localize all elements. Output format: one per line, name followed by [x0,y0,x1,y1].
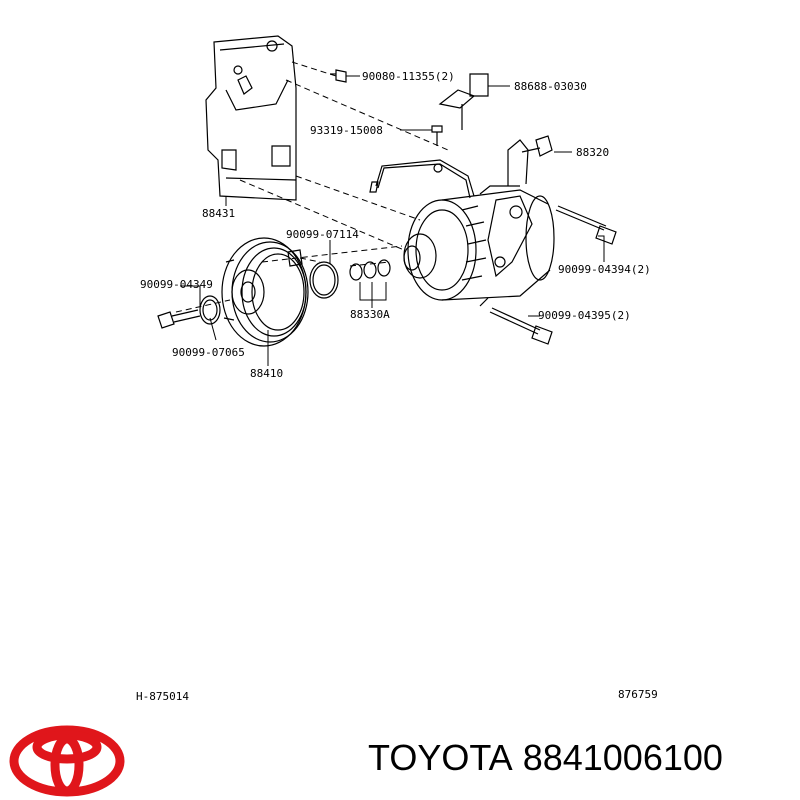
mounting-bracket-part [205,35,297,201]
bolt-90080-part [330,69,347,83]
label-snap-ring-90099-07065: 90099-07065 [172,346,245,359]
bracket-88688-part [438,73,489,130]
label-mount-88431: 88431 [202,207,235,220]
compressor-part [403,135,555,307]
label-bolt-90099-04394: 90099-04394(2) [558,263,651,276]
label-screw-93319: 93319-15008 [310,124,383,137]
snap-ring-90099-07065-part [199,295,221,325]
toyota-logo-rings [9,725,125,797]
label-pulley-88410: 88410 [250,367,283,380]
label-valve-88320: 88320 [576,146,609,159]
figure-number: 876759 [618,688,658,701]
brand-part-number: TOYOTA 8841006100 [368,740,723,776]
label-bolt-90099-04395: 90099-04395(2) [538,309,631,322]
screw-93319-part [431,125,443,146]
wire-harness-part [369,159,475,199]
brand-name: TOYOTA [368,737,513,778]
label-ring-90099-07114: 90099-07114 [286,228,359,241]
toyota-logo-icon [9,725,125,797]
label-bolt-90099-04349: 90099-04349 [140,278,213,291]
label-bracket-88688: 88688-03030 [514,80,587,93]
shims-88330A-part [349,259,391,281]
label-bolt-90080: 90080-11355(2) [362,70,455,83]
guide-lines [175,61,449,313]
figure-code: H-875014 [136,690,189,703]
bolt-90099-04394-part [555,205,617,245]
bolt-90099-04395-part [489,307,553,345]
bolt-90099-04349-part [157,309,201,329]
part-number: 8841006100 [522,737,723,778]
leader-lines [180,75,605,366]
pulley-88410-part [221,237,309,347]
label-shims-88330A: 88330A [350,308,390,321]
